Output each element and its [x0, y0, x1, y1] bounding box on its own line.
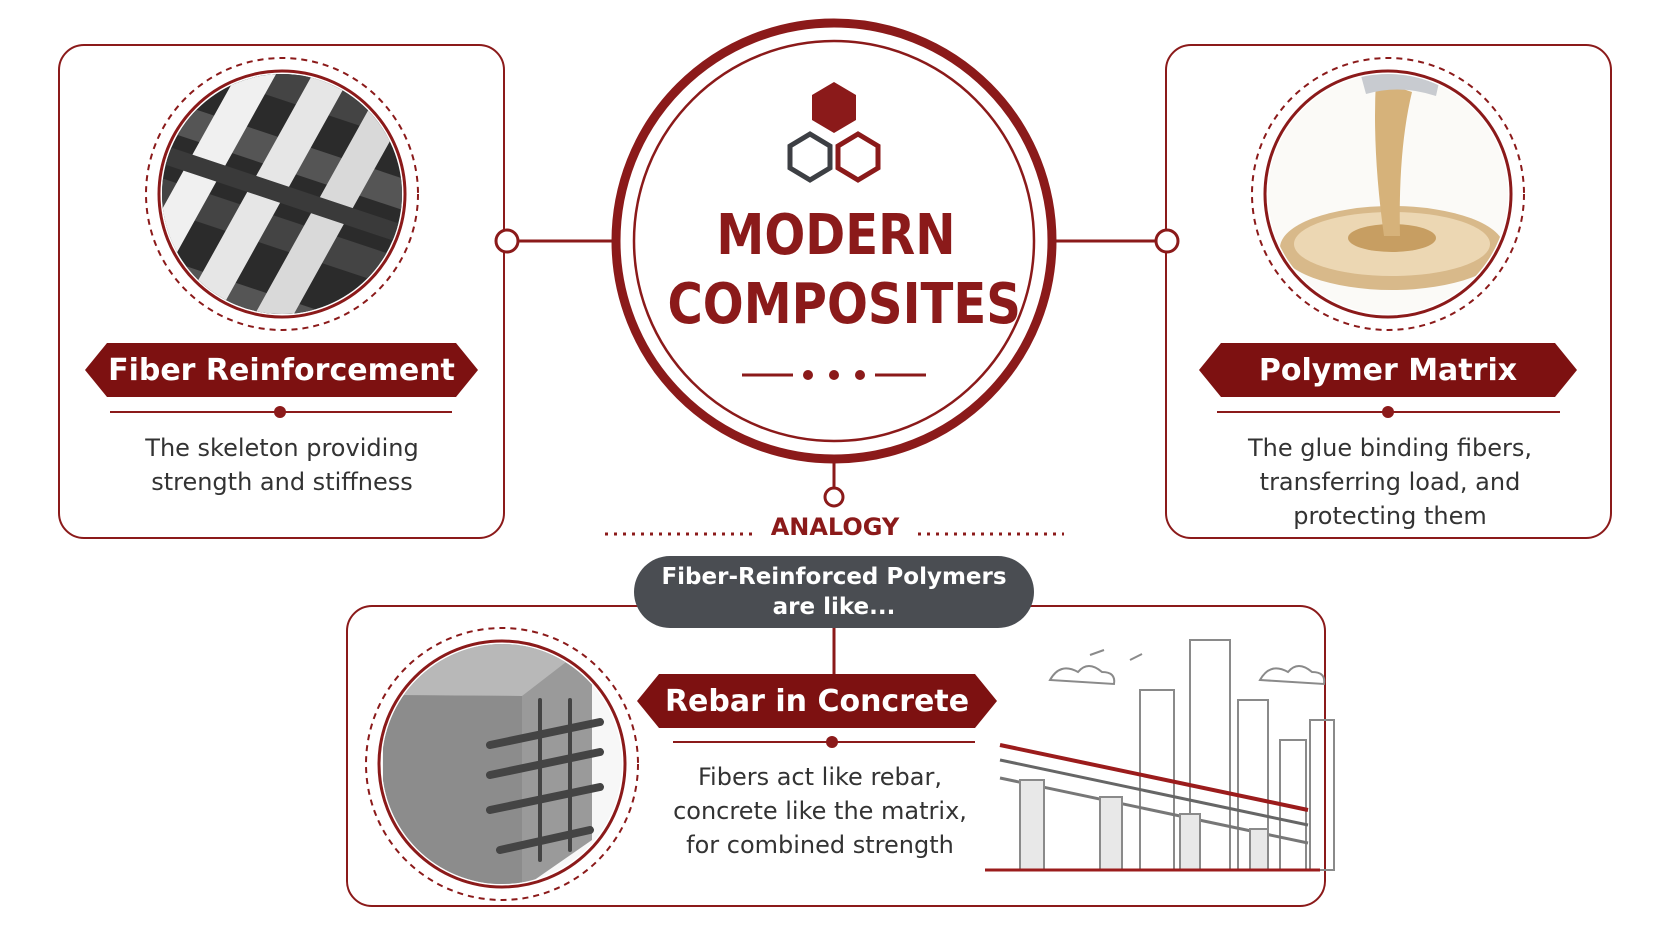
polymer-divider-dot [1382, 406, 1394, 418]
bridge-cityscape-sketch-image [985, 639, 1335, 872]
rebar-concrete-block-image [365, 627, 639, 901]
analogy-pill: Fiber-Reinforced Polymers are like... [634, 556, 1034, 628]
analogy-pill-line-1: Fiber-Reinforced Polymers [661, 564, 1007, 590]
hub-inner-ring [632, 39, 1036, 443]
hub-dot-2 [829, 370, 839, 380]
hub-title-line-2: COMPOSITES [667, 272, 1021, 337]
hub-outer-ring [611, 18, 1057, 464]
polymer-matrix-title: Polymer Matrix [1199, 343, 1577, 397]
woven-fibers-image [145, 57, 419, 331]
connector-node-left [494, 228, 520, 254]
analogy-pill-line-2: are like... [772, 594, 896, 620]
polymer-matrix-description: The glue binding fibers, transferring lo… [1248, 434, 1532, 530]
rebar-in-concrete-title: Rebar in Concrete [637, 674, 997, 728]
analogy-label: ANALOGY [770, 513, 900, 541]
rebar-divider-dot [826, 736, 838, 748]
connector-node-down [823, 486, 845, 508]
hexagon-molecule-icon [787, 82, 881, 183]
fiber-reinforcement-description: The skeleton providing strength and stif… [145, 434, 419, 496]
pouring-resin-image [1251, 57, 1525, 331]
hub-dot-3 [855, 370, 865, 380]
hub-dot-1 [803, 370, 813, 380]
rebar-in-concrete-description: Fibers act like rebar, concrete like the… [673, 763, 967, 859]
fiber-divider-dot [274, 406, 286, 418]
hub-title-line-1: MODERN [716, 203, 956, 268]
connector-node-right [1154, 228, 1180, 254]
fiber-reinforcement-title: Fiber Reinforcement [85, 343, 478, 397]
